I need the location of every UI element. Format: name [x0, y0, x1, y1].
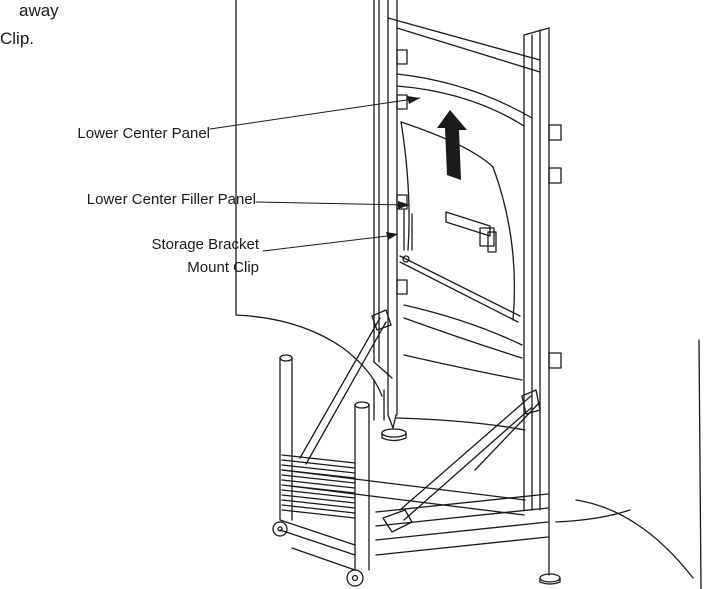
caption-line-1: away [19, 1, 59, 20]
horizontal-rail [399, 255, 521, 323]
storage-cart [272, 354, 385, 587]
lower-panel-surfaces [403, 304, 523, 381]
right-upright-column [523, 27, 562, 585]
lift-direction-arrow [437, 110, 467, 180]
label-storage-bracket-line2: Mount Clip [187, 259, 259, 276]
label-lower-center-filler-panel: Lower Center Filler Panel [86, 191, 256, 208]
leader-lines [209, 97, 421, 252]
label-storage-bracket-line1: Storage Bracket [151, 236, 259, 253]
caption-line-2: Clip. [0, 29, 35, 48]
upper-frame [387, 17, 541, 127]
leader-arrowheads [386, 96, 420, 240]
base-frame [281, 417, 549, 556]
left-upright-column [373, 0, 408, 442]
diagonal-braces [299, 309, 541, 521]
label-lower-center-panel: Lower Center Panel [77, 125, 210, 142]
background-panel-outline [235, 0, 702, 589]
